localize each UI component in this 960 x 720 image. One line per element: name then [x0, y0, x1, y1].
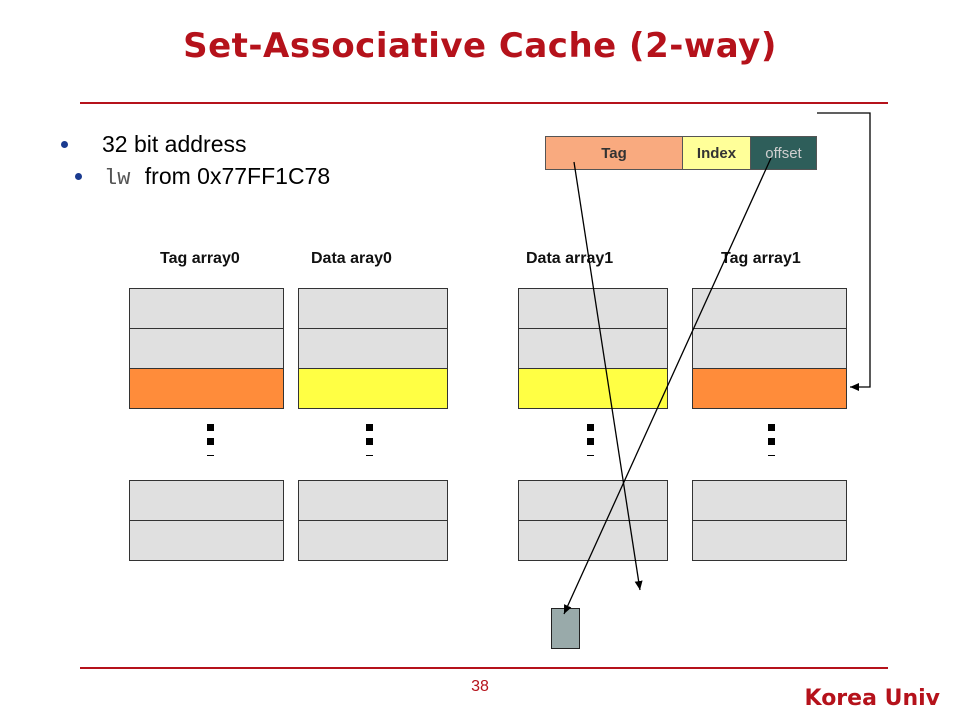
- bullet-icon: [61, 141, 68, 148]
- bullet-item: lw from 0x77FF1C78: [58, 160, 330, 192]
- data-array1-row: [518, 288, 668, 329]
- page-number: 38: [471, 678, 489, 695]
- address-tag-field: Tag: [545, 136, 683, 170]
- bullet-text: 32 bit address: [102, 131, 247, 157]
- data-array1-label: Data array1: [526, 250, 614, 267]
- data-array1-row: [518, 480, 668, 521]
- address-index-label: Index: [696, 144, 737, 162]
- data-array0-selected-row: [298, 368, 448, 409]
- tag-array0-selected-row: [129, 368, 284, 409]
- data-array0-row: [298, 520, 448, 561]
- tag-array0-row: [129, 328, 284, 369]
- slide-title: Set-Associative Cache (2-way): [183, 26, 777, 66]
- bullet-text: from 0x77FF1C78: [144, 163, 331, 189]
- tag-array1-row: [692, 328, 847, 369]
- data-array0-row: [298, 480, 448, 521]
- address-index-field: Index: [682, 136, 751, 170]
- bullet-icon: [75, 173, 82, 180]
- tag-array0-row: [129, 520, 284, 561]
- address-offset-label: offset: [765, 144, 802, 162]
- tag-array1-selected-row: [692, 368, 847, 409]
- address-tag-label: Tag: [601, 144, 627, 162]
- tag-array0-row: [129, 288, 284, 329]
- tag-array1-row: [692, 480, 847, 521]
- bullet-item: 32 bit address: [58, 128, 330, 160]
- tag-array0-label: Tag array0: [160, 250, 240, 267]
- data-array0-row: [298, 328, 448, 369]
- data-array1-row: [518, 520, 668, 561]
- data-array1-selected-row: [518, 368, 668, 409]
- data-array1-row: [518, 328, 668, 369]
- tag-array1-row: [692, 288, 847, 329]
- data-array0-row: [298, 288, 448, 329]
- tag-array0-row: [129, 480, 284, 521]
- selected-data-block: [551, 608, 580, 649]
- tag-array1-label: Tag array1: [721, 250, 801, 267]
- instruction-code: lw: [104, 166, 131, 191]
- bottom-divider: [80, 667, 888, 669]
- bullet-list: 32 bit address lw from 0x77FF1C78: [58, 128, 330, 192]
- address-offset-field: offset: [750, 136, 817, 170]
- top-divider: [80, 102, 888, 104]
- footer-organization: Korea Univ: [804, 686, 940, 711]
- tag-array1-row: [692, 520, 847, 561]
- data-array0-label: Data aray0: [311, 250, 392, 267]
